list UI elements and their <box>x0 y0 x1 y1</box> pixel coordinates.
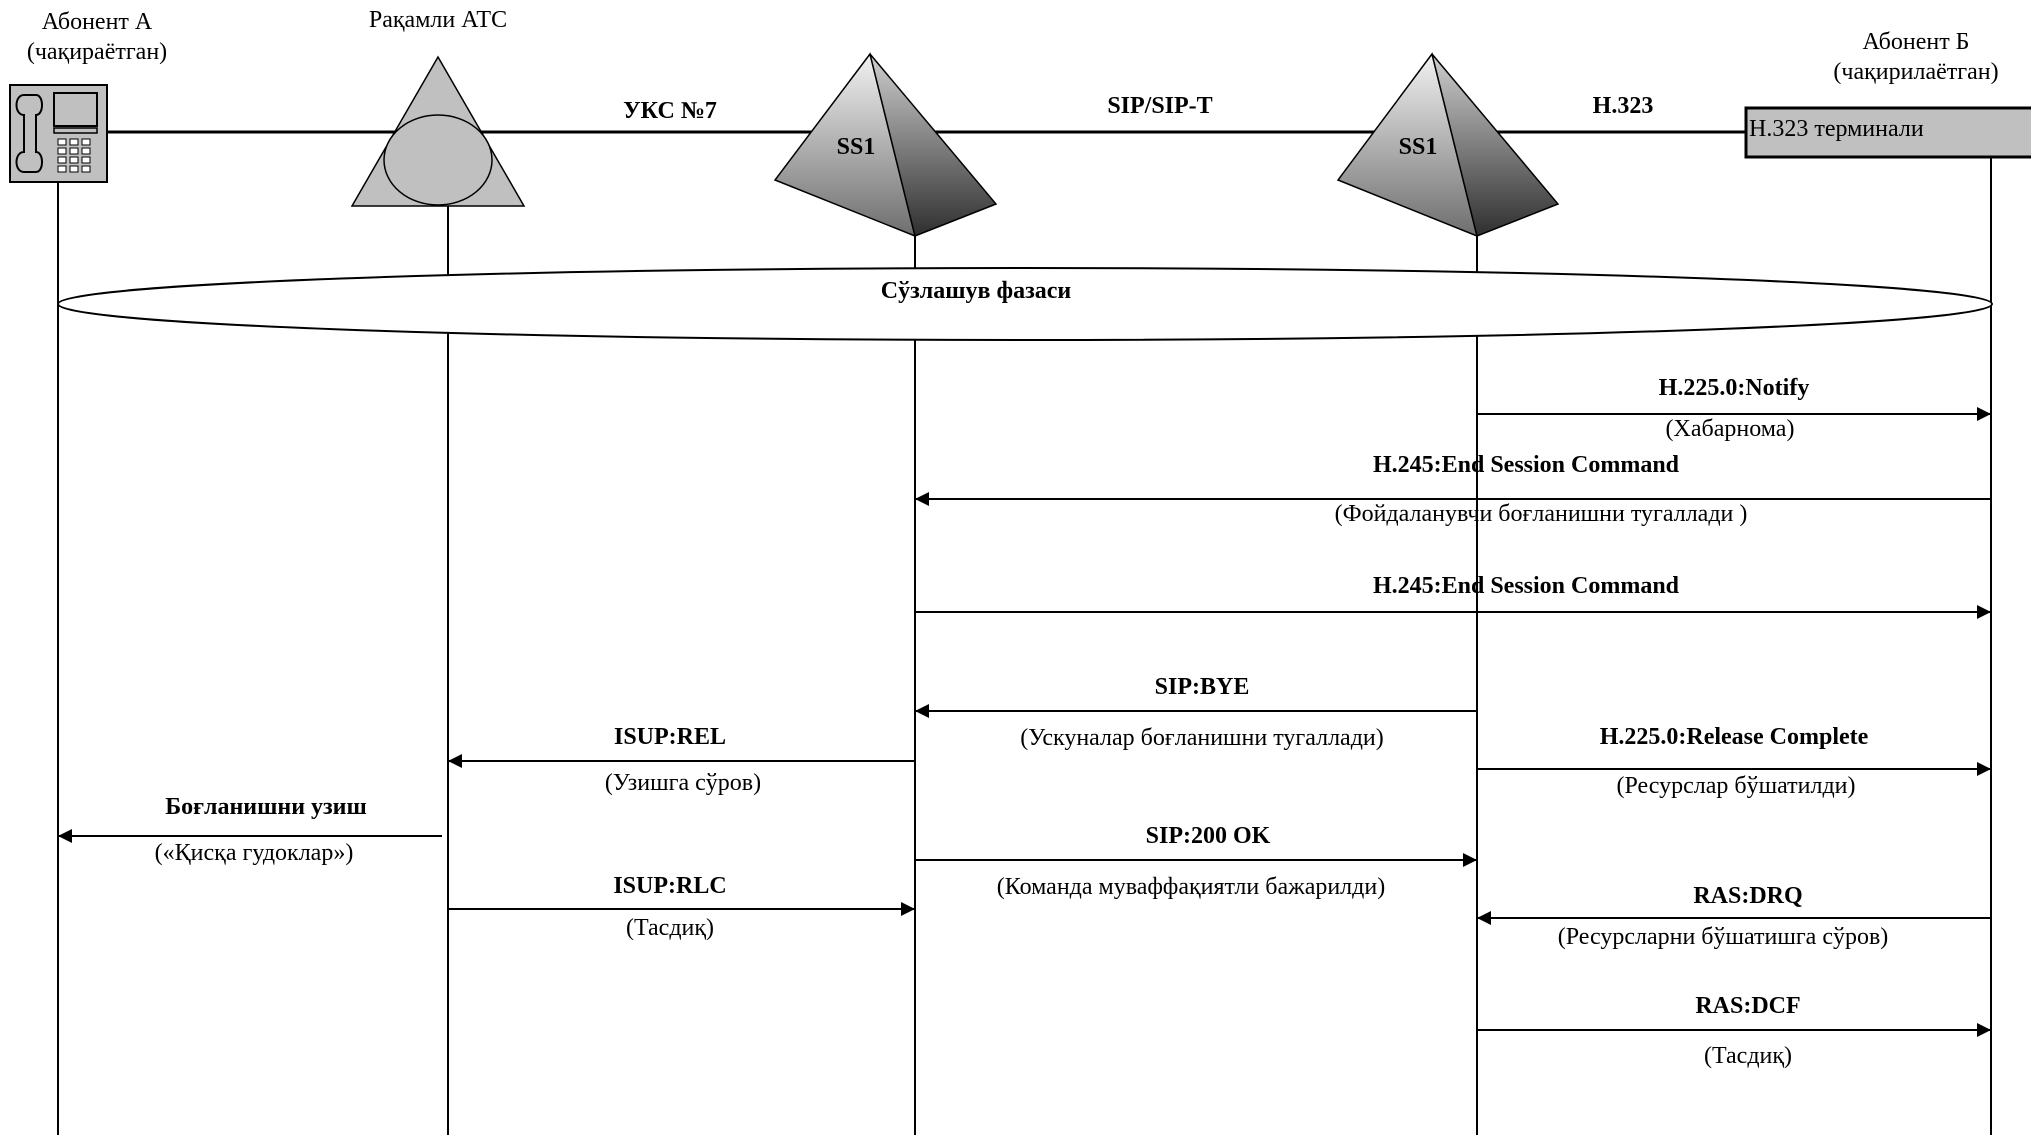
link-label-sip: SIP/SIP-T <box>1107 93 1213 119</box>
digital-pbx-label: Рақамли АТС <box>368 7 508 33</box>
message-label: H.225.0:Notify <box>1658 375 1810 401</box>
message-note: (Ресурсларни бўшатишга сўров) <box>1557 924 1889 950</box>
subscriber-a-label: Абонент А <box>41 9 153 35</box>
conversation-phase-label: Сўзлашув фазаси <box>880 278 1072 304</box>
message-note: (Тасдиқ) <box>1703 1043 1793 1069</box>
message-label: Боғланишни узиш <box>165 794 367 820</box>
message-note: (Команда муваффақиятли бажарилди) <box>996 874 1386 900</box>
link-label-ss7: УКС №7 <box>623 98 717 124</box>
message-note: (Тасдиқ) <box>625 915 715 941</box>
message-label: RAS:DRQ <box>1693 883 1803 909</box>
softswitch-2-label: SS1 <box>1398 134 1438 160</box>
softswitch-1-label: SS1 <box>836 134 876 160</box>
h323-terminal-box <box>1744 106 2031 159</box>
message-note: (Ускуналар боғланишни тугаллади) <box>1020 725 1384 751</box>
message-note: (Хабарнома) <box>1665 416 1795 442</box>
message-label: H.225.0:Release Complete <box>1599 724 1869 750</box>
message-label: ISUP:REL <box>613 724 727 750</box>
subscriber-b-role: (чақирилаётган) <box>1833 59 1999 85</box>
digital-pbx-icon <box>350 55 526 207</box>
message-note: (Фойдаланувчи боғланишни тугаллади ) <box>1334 501 1748 527</box>
message-label: H.245:End Session Command <box>1372 573 1680 599</box>
link-label-h323: H.323 <box>1592 93 1654 119</box>
conversation-phase-ellipse <box>57 267 1993 341</box>
message-label: RAS:DCF <box>1695 993 1801 1019</box>
message-note: («Қисқа гудоклар») <box>154 840 354 866</box>
message-label: H.245:End Session Command <box>1372 452 1680 478</box>
message-note: (Узишга сўров) <box>604 770 762 796</box>
softswitch-1-icon <box>773 52 998 238</box>
message-note: (Ресурслар бўшатилди) <box>1616 773 1856 799</box>
subscriber-a-role: (чақираётган) <box>26 39 168 65</box>
softswitch-2-icon <box>1336 52 1560 238</box>
h323-terminal-label: H.323 терминали <box>1749 116 1924 142</box>
message-label: SIP:BYE <box>1154 674 1250 700</box>
message-label: SIP:200 OK <box>1145 823 1271 849</box>
message-label: ISUP:RLC <box>613 873 727 899</box>
telephone-icon <box>9 84 108 183</box>
subscriber-b-label: Абонент Б <box>1862 29 1970 55</box>
